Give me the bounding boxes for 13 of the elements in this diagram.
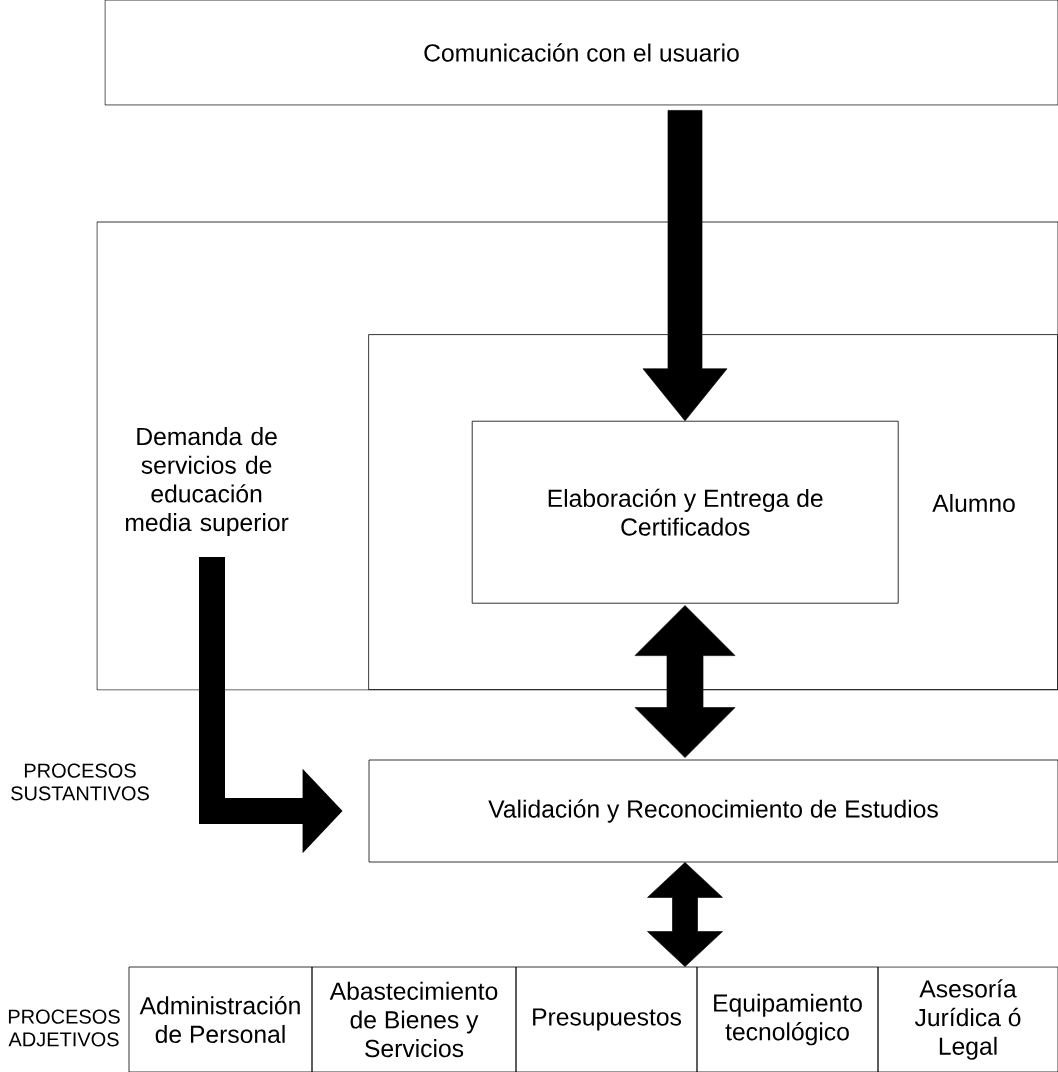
side-label: PROCESOS SUSTANTIVOS xyxy=(11,763,149,801)
process-cell: Presupuestos xyxy=(515,966,698,1072)
process-cell: Abastecimiento de Bienes y Servicios xyxy=(311,966,517,1072)
process-box: Elaboración y Entrega de Certificados xyxy=(471,420,899,604)
process-cell: Asesoría Jurídica ó Legal xyxy=(877,966,1058,1072)
process-box: Comunicación con el usuario xyxy=(104,0,1058,106)
block-arrow xyxy=(634,605,736,758)
process-cell: Equipamiento tecnológico xyxy=(696,966,879,1072)
block-arrow xyxy=(642,110,728,422)
input-label: Demanda de servicios de educación media superior xyxy=(125,427,289,537)
process-cell: Administración de Personal xyxy=(128,966,313,1072)
process-box: Validación y Reconocimiento de Estudios xyxy=(368,759,1058,863)
block-arrow xyxy=(647,862,723,967)
